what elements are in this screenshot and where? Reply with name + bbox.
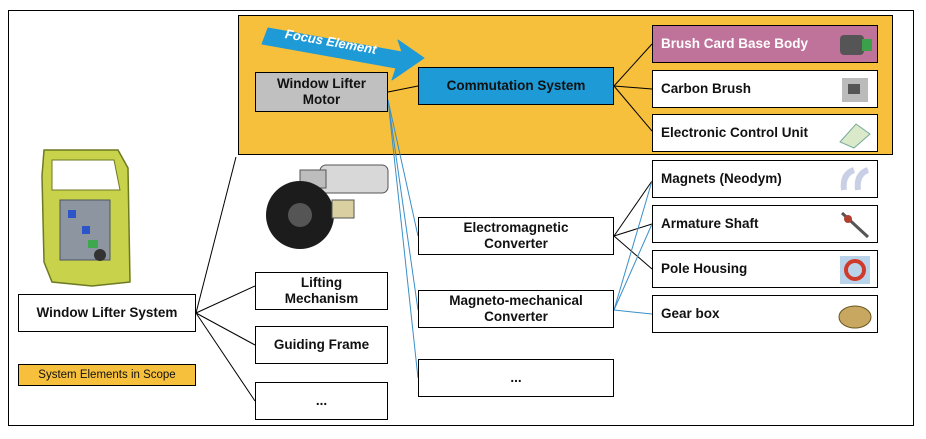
- control-unit-icon: [839, 123, 871, 149]
- node-commutation-system[interactable]: Commutation System: [418, 67, 614, 105]
- node-pole-housing[interactable]: Pole Housing: [652, 250, 878, 288]
- node-magneto-mechanical-converter[interactable]: Magneto-mechanical Converter: [418, 290, 614, 328]
- pole-housing-icon: [840, 256, 870, 284]
- node-ellipsis-level3[interactable]: ...: [418, 359, 614, 397]
- carbon-brush-icon: [842, 78, 868, 102]
- node-electromagnetic-converter[interactable]: Electromagnetic Converter: [418, 217, 614, 255]
- legend-scope: System Elements in Scope: [18, 364, 196, 386]
- car-door-image: [41, 149, 131, 287]
- node-armature-shaft[interactable]: Armature Shaft: [652, 205, 878, 243]
- magnets-icon: [840, 167, 870, 191]
- node-magnets[interactable]: Magnets (Neodym): [652, 160, 878, 198]
- line-system-to-scope: [195, 156, 237, 314]
- node-guiding-frame[interactable]: Guiding Frame: [255, 326, 388, 364]
- gear-box-icon: [838, 305, 872, 329]
- motor-image: [266, 164, 389, 249]
- node-carbon-brush[interactable]: Carbon Brush: [652, 70, 878, 108]
- node-window-lifter-system[interactable]: Window Lifter System: [18, 294, 196, 332]
- brush-card-icon: [840, 35, 872, 55]
- node-gear-box[interactable]: Gear box: [652, 295, 878, 333]
- node-lifting-mechanism[interactable]: Lifting Mechanism: [255, 272, 388, 310]
- armature-shaft-icon: [840, 211, 870, 239]
- node-ellipsis-level2[interactable]: ...: [255, 382, 388, 420]
- node-brush-card-base-body[interactable]: Brush Card Base Body: [652, 25, 878, 63]
- node-electronic-control-unit[interactable]: Electronic Control Unit: [652, 114, 878, 152]
- node-window-lifter-motor[interactable]: Window Lifter Motor: [255, 72, 388, 112]
